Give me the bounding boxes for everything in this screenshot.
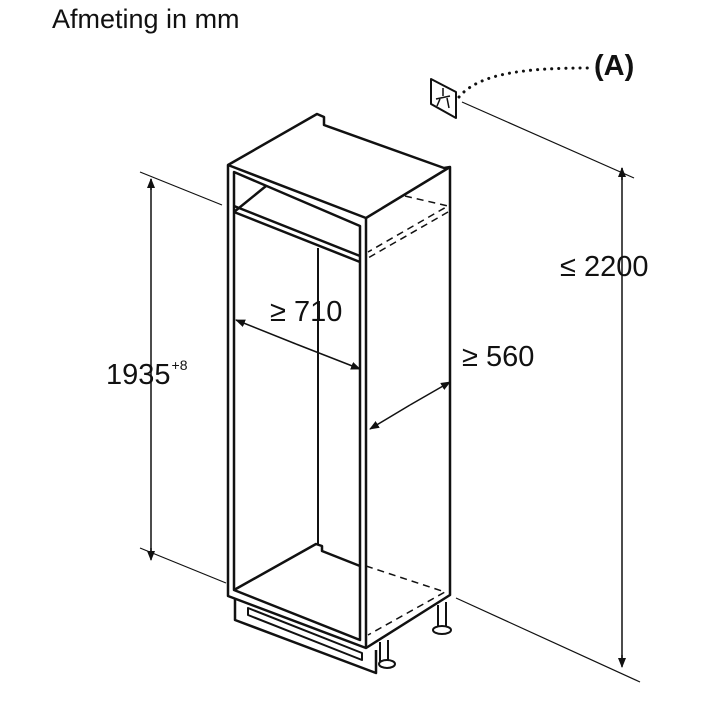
diagram-title: Afmeting in mm [52, 4, 240, 34]
dimension-lines [147, 167, 626, 668]
leg [378, 602, 452, 669]
max-height-label: ≤ 2200 [560, 251, 649, 283]
min-depth-label: ≥ 560 [462, 341, 535, 373]
hidden-edges [365, 195, 449, 636]
callout-label-a: (A) [594, 50, 635, 82]
min-width-label: ≥ 710 [270, 296, 343, 328]
plinth [233, 598, 378, 675]
niche-height-label: 1935+8 [106, 357, 187, 392]
cabinet-carcass [226, 112, 452, 650]
niche-height-value: 1935 [106, 359, 171, 391]
power-socket-icon [430, 66, 592, 119]
niche-height-tolerance: +8 [171, 357, 188, 373]
